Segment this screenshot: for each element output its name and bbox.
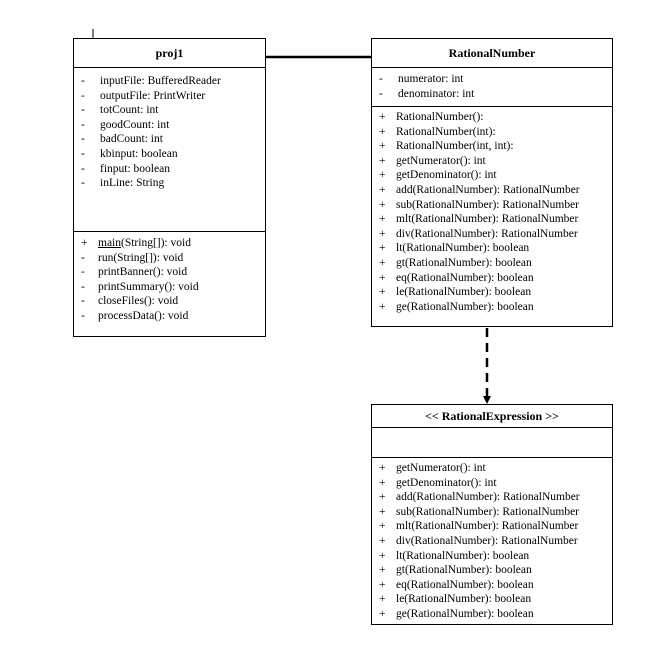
attributes-section-rational-expression xyxy=(372,428,612,458)
method-row: +gt(RationalNumber): boolean xyxy=(379,256,532,269)
method-row: -processData(): void xyxy=(81,309,189,322)
attribute-row: -inLine: String xyxy=(81,177,165,190)
method-row: +getDenominator(): int xyxy=(379,476,497,489)
attribute-row: -inputFile: BufferedReader xyxy=(81,75,221,87)
method-row: -run(String[]): void xyxy=(81,251,184,264)
class-rational-number[interactable]: RationalNumber -numerator: int -denomina… xyxy=(371,38,613,327)
method-row: +le(RationalNumber): boolean xyxy=(379,286,532,299)
method-row: +getNumerator(): int xyxy=(379,154,486,167)
methods-section-rational-expression: +getNumerator(): int +getDenominator(): … xyxy=(372,458,612,622)
attributes-section-proj1: -inputFile: BufferedReader -outputFile: … xyxy=(74,68,265,232)
interface-rational-expression[interactable]: << RationalExpression >> +getNumerator()… xyxy=(371,404,613,625)
method-row: +add(RationalNumber): RationalNumber xyxy=(379,491,580,504)
method-row: +eq(RationalNumber): boolean xyxy=(379,578,534,591)
method-row: +eq(RationalNumber): boolean xyxy=(379,271,534,284)
method-row: +div(RationalNumber): RationalNumber xyxy=(379,227,578,240)
method-row: +getDenominator(): int xyxy=(379,169,497,182)
method-row: +lt(RationalNumber): boolean xyxy=(379,242,530,255)
method-row: +ge(RationalNumber): boolean xyxy=(379,607,534,620)
method-row: +mlt(RationalNumber): RationalNumber xyxy=(379,520,579,533)
attribute-row: -totCount: int xyxy=(81,104,159,117)
method-row: +sub(RationalNumber): RationalNumber xyxy=(379,198,580,211)
attribute-row: -denominator: int xyxy=(379,87,475,100)
attribute-row: -kbinput: boolean xyxy=(81,147,178,160)
method-row: +RationalNumber(int, int): xyxy=(379,140,514,153)
methods-section-proj1: +main(String[]): void -run(String[]): vo… xyxy=(74,232,265,324)
attribute-row: -numerator: int xyxy=(379,73,464,85)
method-row: +le(RationalNumber): boolean xyxy=(379,593,532,606)
method-row: +div(RationalNumber): RationalNumber xyxy=(379,534,578,547)
method-row: +add(RationalNumber): RationalNumber xyxy=(379,183,580,196)
interface-name-rational-expression: << RationalExpression >> xyxy=(372,405,612,428)
class-name-proj1: proj1 xyxy=(74,39,265,68)
attribute-row: -finput: boolean xyxy=(81,162,170,175)
method-row: +gt(RationalNumber): boolean xyxy=(379,564,532,577)
method-row: +main(String[]): void xyxy=(81,237,191,249)
realization-arrowhead xyxy=(483,396,491,404)
method-row: -printBanner(): void xyxy=(81,266,188,279)
method-row: +RationalNumber(int): xyxy=(379,125,496,138)
attribute-row: -goodCount: int xyxy=(81,118,170,131)
method-row: +ge(RationalNumber): boolean xyxy=(379,300,534,313)
attributes-section-rational-number: -numerator: int -denominator: int xyxy=(372,68,612,107)
method-row: +getNumerator(): int xyxy=(379,462,486,474)
method-row: +lt(RationalNumber): boolean xyxy=(379,549,530,562)
methods-section-rational-number: +RationalNumber(): +RationalNumber(int):… xyxy=(372,107,612,314)
class-name-rational-number: RationalNumber xyxy=(372,39,612,68)
method-row: +sub(RationalNumber): RationalNumber xyxy=(379,505,580,518)
method-row: -printSummary(): void xyxy=(81,280,199,293)
attribute-row: -badCount: int xyxy=(81,133,163,146)
method-row: +RationalNumber(): xyxy=(379,111,484,123)
method-row: +mlt(RationalNumber): RationalNumber xyxy=(379,213,579,226)
attribute-row: -outputFile: PrintWriter xyxy=(81,89,206,102)
method-row: -closeFiles(): void xyxy=(81,295,179,308)
class-proj1[interactable]: proj1 -inputFile: BufferedReader -output… xyxy=(73,38,266,337)
